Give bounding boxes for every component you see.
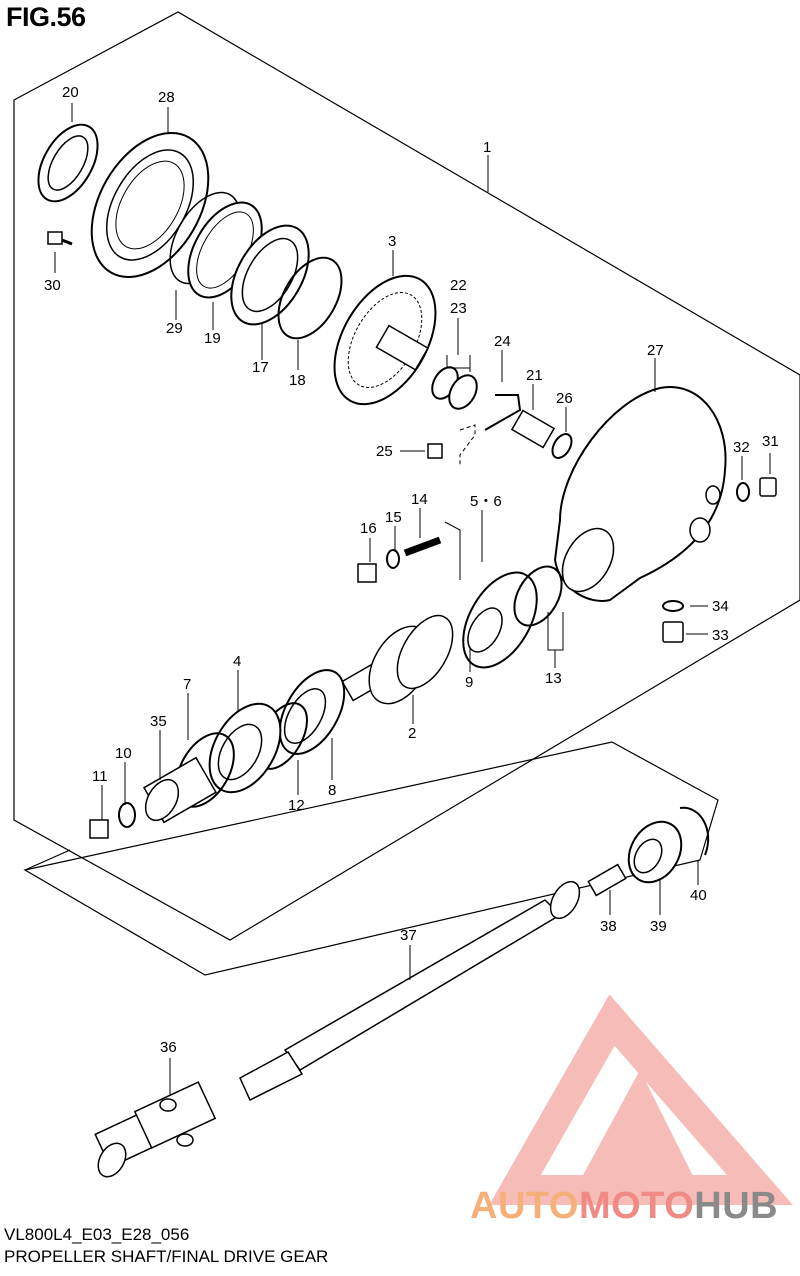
- callout-labels: 1 20 28 30 29 19 17 18 3 22 23 24 21 26 …: [44, 84, 779, 1056]
- callout-8: 8: [328, 782, 336, 799]
- callout-17: 17: [252, 359, 269, 376]
- callout-26: 26: [556, 390, 573, 407]
- part-27-final-gear-case: [553, 385, 727, 602]
- callout-18: 18: [289, 372, 306, 389]
- callout-29: 29: [166, 320, 183, 337]
- part-24-circlip: [484, 394, 522, 431]
- callout-10: 10: [115, 745, 132, 762]
- part-34-gasket: [662, 600, 684, 612]
- part-28-bearing-case: [90, 131, 210, 279]
- callout-19: 19: [204, 330, 221, 347]
- callout-40: 40: [690, 887, 707, 904]
- part-39-seat: [627, 820, 683, 884]
- part-20-oil-seal: [37, 123, 99, 203]
- callout-15: 15: [385, 509, 402, 526]
- part-11-nut: [89, 819, 109, 839]
- callout-5-6: 5・6: [470, 493, 502, 510]
- callout-4: 4: [233, 653, 241, 670]
- callout-30: 30: [44, 277, 61, 294]
- part-15-washer: [386, 549, 400, 569]
- part-30-bolt: [47, 231, 73, 246]
- part-18-o-ring: [277, 256, 343, 340]
- part-37-propeller-shaft: [239, 880, 581, 1102]
- assembly-outline: [13, 11, 800, 941]
- part-14-stud: [403, 536, 442, 557]
- part-38-spring: [587, 863, 627, 897]
- callout-32: 32: [733, 439, 750, 456]
- figure-caption: PROPELLER SHAFT/FINAL DRIVE GEAR: [4, 1247, 329, 1266]
- part-16-nut: [357, 563, 377, 583]
- part-13-shim: [513, 565, 563, 627]
- part-10-washer: [118, 802, 136, 828]
- watermark-auto: AUTO: [470, 1185, 579, 1227]
- callout-35: 35: [150, 713, 167, 730]
- part-31-plug: [759, 477, 777, 497]
- part-5-6-bearing-housing: [462, 571, 538, 669]
- callout-25: 25: [376, 443, 393, 460]
- callout-39: 39: [650, 918, 667, 935]
- part-8-bearing: [278, 669, 346, 755]
- callout-33: 33: [712, 627, 729, 644]
- watermark-moto: MOTO: [578, 1185, 695, 1227]
- part-40-circlip: [679, 806, 710, 856]
- watermark-hub: HUB: [694, 1185, 779, 1227]
- callout-23: 23: [450, 300, 467, 317]
- part-32-gasket: [736, 482, 750, 502]
- part-25-bolt: [427, 443, 443, 459]
- callout-20: 20: [62, 84, 79, 101]
- part-21-needle-bearing: [510, 409, 556, 449]
- callout-28: 28: [158, 89, 175, 106]
- watermark-wordmark: AUTOMOTOHUB: [470, 1185, 778, 1228]
- part-35-coupling: [142, 756, 218, 824]
- callout-22: 22: [450, 277, 467, 294]
- callout-12: 12: [288, 797, 305, 814]
- callout-1: 1: [483, 139, 491, 156]
- callout-3: 3: [388, 233, 396, 250]
- callout-11: 11: [92, 768, 108, 785]
- part-3-ring-gear: [333, 274, 437, 406]
- callout-7: 7: [183, 676, 191, 693]
- callout-36: 36: [160, 1039, 177, 1056]
- callout-2: 2: [408, 725, 416, 742]
- callout-14: 14: [411, 491, 428, 508]
- part-36-universal-joint: [94, 1081, 217, 1178]
- callout-31: 31: [762, 433, 779, 450]
- part-26-ring: [551, 433, 573, 459]
- callout-37: 37: [400, 927, 417, 944]
- shaft-outline: [23, 741, 719, 976]
- callout-9: 9: [465, 674, 473, 691]
- leader-lines: [54, 103, 771, 1095]
- figure-title: FIG.56: [6, 2, 86, 32]
- callout-38: 38: [600, 918, 617, 935]
- part-2-drive-pinion: [341, 614, 454, 705]
- callout-34: 34: [712, 598, 729, 615]
- callout-27: 27: [647, 342, 664, 359]
- part-33-plug: [662, 621, 684, 643]
- callout-16: 16: [360, 520, 377, 537]
- callout-13: 13: [545, 670, 562, 687]
- part-23-washer: [448, 374, 478, 410]
- model-code: VL800L4_E03_E28_056: [4, 1225, 190, 1244]
- callout-24: 24: [494, 333, 511, 350]
- callout-21: 21: [526, 367, 543, 384]
- watermark-logo: [489, 994, 793, 1205]
